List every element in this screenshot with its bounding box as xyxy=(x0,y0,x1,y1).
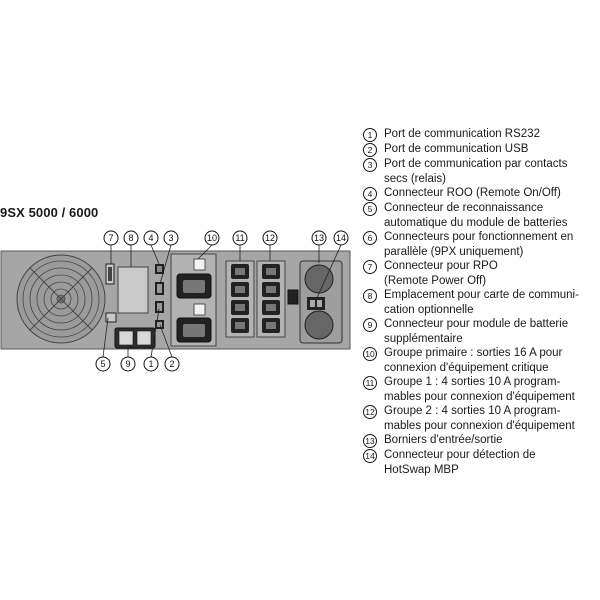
legend-item-8: 8 Emplacement pour carte de communi- cat… xyxy=(361,288,597,317)
legend-number: 7 xyxy=(363,260,377,274)
legend-list: 1 Port de communication RS232 2 Port de … xyxy=(361,127,597,477)
usb-port xyxy=(155,320,164,329)
legend-number: 13 xyxy=(363,434,377,448)
callout-2: 2 xyxy=(164,356,180,372)
svg-text:5: 5 xyxy=(100,359,105,369)
legend-number: 10 xyxy=(363,347,377,361)
legend-text: Connecteur pour RPO (Remote Power Off) xyxy=(384,260,498,287)
callout-7: 7 xyxy=(103,230,119,246)
legend-text: Connecteur pour détection de HotSwap MBP xyxy=(384,449,536,476)
legend-text: Connecteur ROO (Remote On/Off) xyxy=(384,187,561,199)
callout-lines xyxy=(102,244,342,358)
group-1-outlets xyxy=(225,260,255,338)
svg-text:10: 10 xyxy=(207,233,217,243)
legend-item-9: 9 Connecteur pour module de batterie sup… xyxy=(361,317,597,346)
svg-text:9: 9 xyxy=(125,359,130,369)
legend-number: 5 xyxy=(363,202,377,216)
rs232-port xyxy=(155,301,164,313)
hotswap-mbp-connector xyxy=(307,297,325,310)
legend-number: 11 xyxy=(363,376,377,390)
legend-item-6: 6 Connecteurs pour fonctionnement en par… xyxy=(361,230,597,259)
svg-text:4: 4 xyxy=(148,233,153,243)
legend-text: Connecteur de reconnaissance automatique… xyxy=(384,202,568,229)
legend-number: 14 xyxy=(363,449,377,463)
group-2-outlets xyxy=(256,260,286,338)
svg-text:8: 8 xyxy=(128,233,133,243)
callout-5: 5 xyxy=(95,356,111,372)
legend-item-13: 13 Borniers d'entrée/sortie xyxy=(361,433,597,448)
legend-text: Connecteurs pour fonctionnement en paral… xyxy=(384,231,574,258)
svg-text:1: 1 xyxy=(148,359,153,369)
legend-item-12: 12 Groupe 2 : 4 sorties 10 A program- ma… xyxy=(361,404,597,433)
legend-item-10: 10 Groupe primaire : sorties 16 A pour c… xyxy=(361,346,597,375)
callout-4: 4 xyxy=(143,230,159,246)
comm-card-slot xyxy=(117,266,149,314)
roo-connector xyxy=(155,264,164,274)
legend-number: 12 xyxy=(363,405,377,419)
callout-8: 8 xyxy=(123,230,139,246)
legend-item-14: 14 Connecteur pour détection de HotSwap … xyxy=(361,448,597,477)
callout-14: 14 xyxy=(333,230,349,246)
legend-text: Connecteur pour module de batterie suppl… xyxy=(384,318,569,345)
legend-item-5: 5 Connecteur de reconnaissance automatiq… xyxy=(361,201,597,230)
ups-rear-panel-diagram: 7 8 4 3 10 11 12 13 14 5 9 1 xyxy=(0,230,351,372)
callout-3: 3 xyxy=(163,230,179,246)
legend-text: Port de communication RS232 xyxy=(384,128,540,140)
battery-detect-connector xyxy=(105,312,117,323)
legend-text: Groupe 2 : 4 sorties 10 A program- mable… xyxy=(384,405,575,432)
callout-11: 11 xyxy=(232,230,248,246)
legend-number: 1 xyxy=(363,128,377,142)
legend-text: Borniers d'entrée/sortie xyxy=(384,434,503,446)
callout-13: 13 xyxy=(311,230,327,246)
ebm-connector xyxy=(114,327,156,349)
legend-item-7: 7 Connecteur pour RPO (Remote Power Off) xyxy=(361,259,597,288)
svg-text:14: 14 xyxy=(336,233,346,243)
legend-text: Groupe primaire : sorties 16 A pour conn… xyxy=(384,347,563,374)
legend-number: 8 xyxy=(363,289,377,303)
legend-text: Emplacement pour carte de communi- catio… xyxy=(384,289,579,316)
model-title: 9SX 5000 / 6000 xyxy=(0,205,99,220)
legend-text: Groupe 1 : 4 sorties 10 A program- mable… xyxy=(384,376,575,403)
fan-icon xyxy=(16,254,106,344)
svg-text:11: 11 xyxy=(235,233,244,243)
legend-item-1: 1 Port de communication RS232 xyxy=(361,127,597,142)
legend-number: 9 xyxy=(363,318,377,332)
svg-text:2: 2 xyxy=(169,359,174,369)
svg-text:12: 12 xyxy=(265,233,275,243)
legend-number: 6 xyxy=(363,231,377,245)
callout-1: 1 xyxy=(143,356,159,372)
legend-number: 4 xyxy=(363,187,377,201)
legend-text: Port de communication par contacts secs … xyxy=(384,158,568,185)
primary-group-outlets xyxy=(170,253,217,347)
legend-item-3: 3 Port de communication par contacts sec… xyxy=(361,157,597,186)
svg-text:13: 13 xyxy=(314,233,324,243)
legend-item-2: 2 Port de communication USB xyxy=(361,142,597,157)
legend-number: 3 xyxy=(363,158,377,172)
legend-number: 2 xyxy=(363,143,377,157)
callout-10: 10 xyxy=(204,230,220,246)
callout-9: 9 xyxy=(120,356,136,372)
callout-12: 12 xyxy=(262,230,278,246)
svg-text:3: 3 xyxy=(168,233,173,243)
legend-text: Port de communication USB xyxy=(384,143,529,155)
relay-contacts-port xyxy=(155,282,164,295)
svg-text:7: 7 xyxy=(108,233,113,243)
legend-item-11: 11 Groupe 1 : 4 sorties 10 A program- ma… xyxy=(361,375,597,404)
legend-item-4: 4 Connecteur ROO (Remote On/Off) xyxy=(361,186,597,201)
